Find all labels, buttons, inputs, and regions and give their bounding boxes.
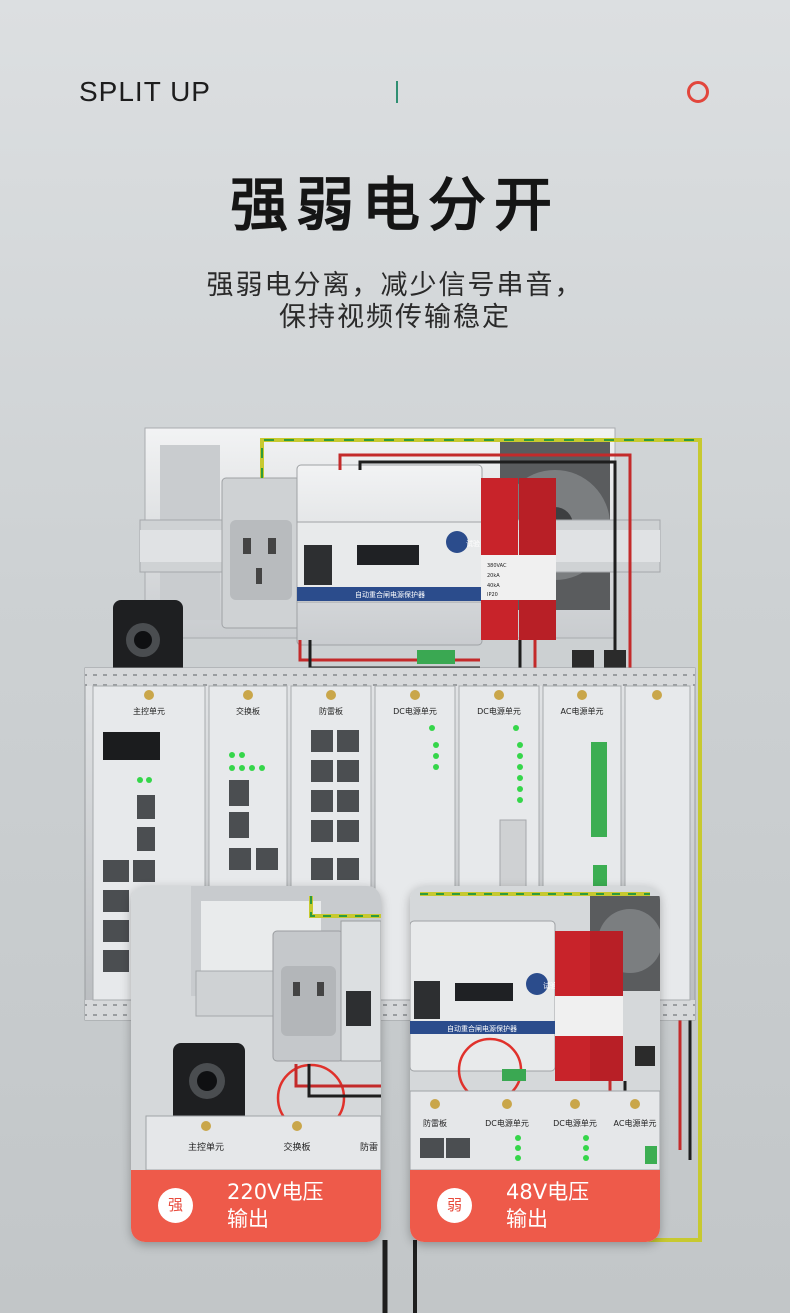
brand-label: SPLIT UP bbox=[79, 76, 211, 107]
card1-module-1: 主控单元 bbox=[188, 1141, 224, 1153]
spd-label-3: 40kA bbox=[487, 583, 500, 589]
test-label: 试验 bbox=[466, 539, 480, 548]
strong-badge: 强 bbox=[158, 1188, 193, 1223]
weak-current-banner: 弱 48V电压 输出 bbox=[410, 1170, 660, 1242]
card1-module-2: 交换板 bbox=[283, 1141, 310, 1153]
card2-protector-label: 自动重合闸电源保护器 bbox=[447, 1024, 517, 1033]
card1-module-3: 防雷 bbox=[360, 1141, 378, 1153]
card2-test-label: 试验 bbox=[543, 981, 557, 990]
module-label-2: 交换板 bbox=[236, 706, 260, 716]
spd-label-2: 20kA bbox=[487, 573, 500, 579]
strong-current-card: 主控单元 交换板 防雷 强 220V电压 输出 bbox=[131, 886, 381, 1242]
strong-voltage-label: 220V电压 bbox=[227, 1180, 324, 1204]
module-label-6: AC电源单元 bbox=[561, 706, 604, 716]
weak-output-label: 输出 bbox=[506, 1207, 548, 1231]
card2-module-1: 防雷板 bbox=[423, 1118, 447, 1128]
subtitle-line-1: 强弱电分离，减少信号串音， bbox=[206, 270, 584, 301]
strong-current-photo: 主控单元 交换板 防雷 bbox=[131, 886, 381, 1170]
module-label-4: DC电源单元 bbox=[393, 706, 437, 716]
black-wire bbox=[358, 460, 617, 670]
card2-module-2: DC电源单元 bbox=[485, 1118, 529, 1128]
red-wire bbox=[338, 453, 632, 670]
weak-current-card: 自动重合闸电源保护器 试验 防雷板 DC电源单元 DC电源单元 AC电源单元 弱… bbox=[410, 886, 660, 1242]
subtitle-line-2: 保持视频传输稳定 bbox=[279, 302, 511, 333]
spd-label-4: IP20 bbox=[487, 592, 498, 598]
strong-output-label: 输出 bbox=[227, 1207, 269, 1231]
spd-label-1: 380VAC bbox=[487, 563, 507, 569]
weak-badge: 弱 bbox=[437, 1188, 472, 1223]
strong-current-banner: 强 220V电压 输出 bbox=[131, 1170, 381, 1242]
protector-label: 自动重合闸电源保护器 bbox=[355, 590, 425, 599]
card2-module-4: AC电源单元 bbox=[614, 1118, 657, 1128]
module-label-5: DC电源单元 bbox=[477, 706, 521, 716]
weak-voltage-label: 48V电压 bbox=[506, 1180, 590, 1204]
circle-icon bbox=[687, 81, 709, 103]
module-label-1: 主控单元 bbox=[133, 706, 165, 716]
weak-current-photo: 自动重合闸电源保护器 试验 防雷板 DC电源单元 DC电源单元 AC电源单元 bbox=[410, 886, 660, 1170]
card2-module-3: DC电源单元 bbox=[553, 1118, 597, 1128]
page-title: 强弱电分开 bbox=[229, 171, 560, 239]
header-divider bbox=[396, 81, 398, 103]
module-label-3: 防雷板 bbox=[319, 706, 343, 716]
